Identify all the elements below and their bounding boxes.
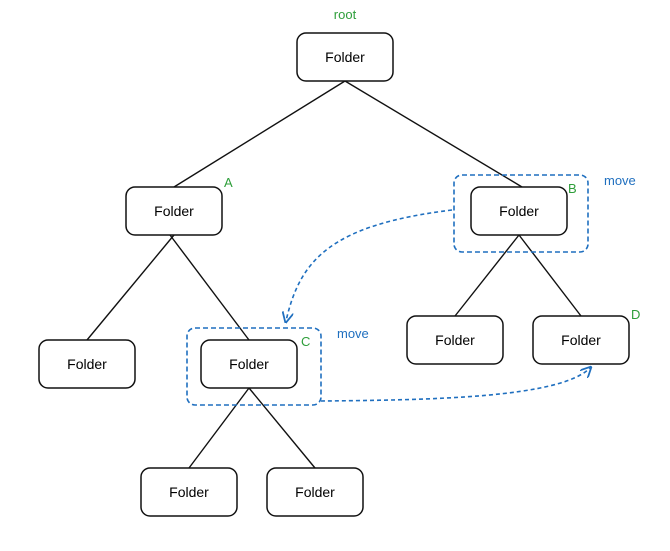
edge-a-a1 [86,234,175,341]
selection-box-c [186,327,322,406]
move-label-c: move [337,326,369,341]
edge-c-c2 [248,387,316,469]
edge-root-a [173,80,346,188]
folder-node-a1[interactable]: Folder [38,339,136,389]
folder-label: Folder [499,203,539,219]
edge-b-b1 [454,234,520,317]
folder-box [38,339,136,389]
folder-node-root[interactable]: Folder [296,32,394,82]
folder-label: Folder [169,484,209,500]
move-arrow-b-to-c [286,209,453,321]
edge-c-c1 [188,387,250,469]
folder-label: Folder [325,49,365,65]
folder-node-c2[interactable]: Folder [266,467,364,517]
folder-node-d[interactable]: Folder [532,315,630,365]
move-label-b: move [604,173,636,188]
node-tag-b: B [568,181,577,196]
folder-box [140,467,238,517]
folder-box [266,467,364,517]
node-tag-root: root [334,7,357,22]
folder-node-c[interactable]: Folder [200,339,298,389]
edge-root-b [344,80,523,188]
folder-box [406,315,504,365]
folder-node-b[interactable]: Folder [470,186,568,236]
edge-b-d [518,234,582,317]
node-tag-d: D [631,307,640,322]
folder-node-c1[interactable]: Folder [140,467,238,517]
folder-label: Folder [295,484,335,500]
folder-box [470,186,568,236]
node-tag-c: C [301,334,310,349]
tree-edges [86,80,582,469]
selection-box-b [453,174,589,253]
folder-box [532,315,630,365]
node-tag-a: A [224,175,233,190]
move-arrow-c-to-d [320,368,590,402]
folder-box [296,32,394,82]
folder-label: Folder [435,332,475,348]
folder-label: Folder [561,332,601,348]
move-annotations: move move [186,173,636,406]
folder-node-b1[interactable]: Folder [406,315,504,365]
folder-box [125,186,223,236]
folder-label: Folder [67,356,107,372]
folder-box [200,339,298,389]
folder-label: Folder [154,203,194,219]
folder-label: Folder [229,356,269,372]
folder-node-a[interactable]: Folder [125,186,223,236]
edge-a-c [169,234,250,341]
